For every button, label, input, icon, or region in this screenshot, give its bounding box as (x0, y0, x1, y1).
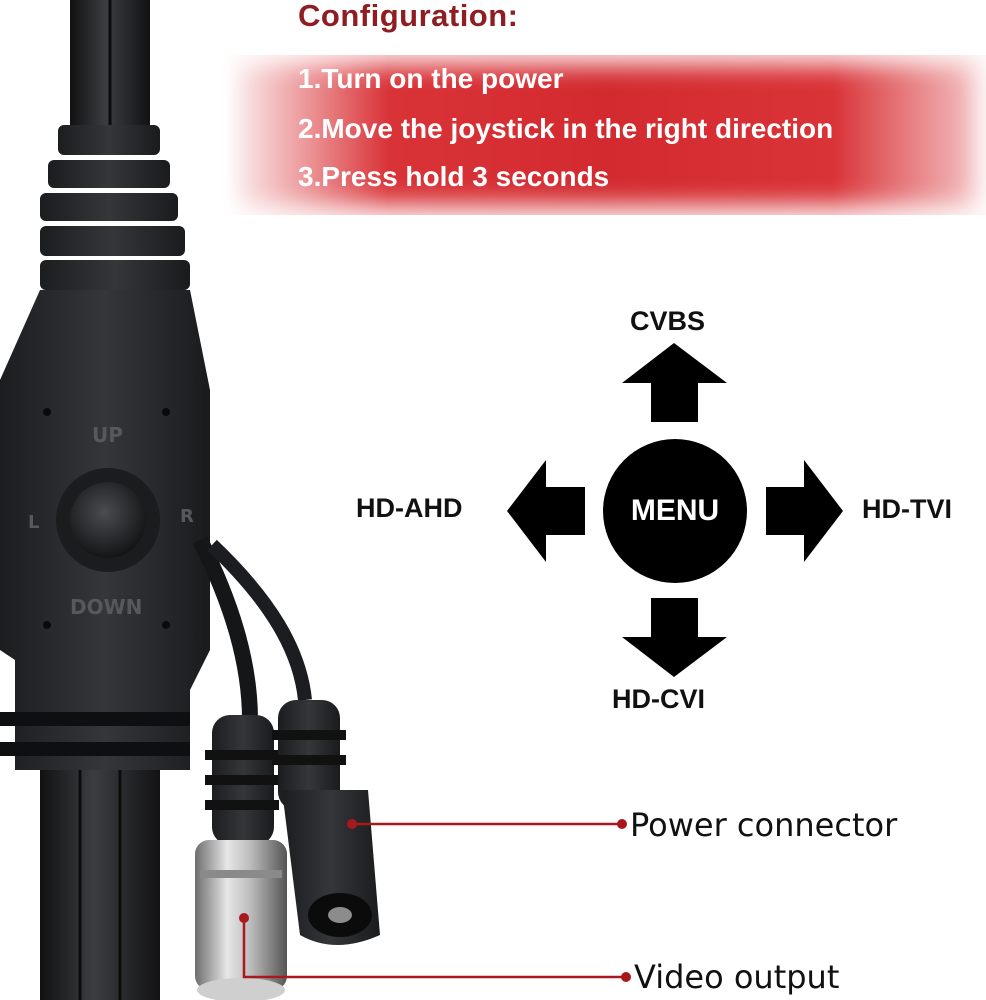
config-steps-banner: 1.Turn on the power 2.Move the joystick … (220, 55, 986, 215)
arrow-left-icon (507, 460, 585, 562)
device-right-text: R (180, 506, 194, 527)
callout-lines (239, 819, 631, 982)
video-output-label: Video output (634, 958, 840, 996)
hd-tvi-label: HD-TVI (862, 494, 952, 524)
device-left-text: L (28, 512, 39, 533)
dc-power-connector (272, 700, 380, 945)
hd-cvi-label: HD-CVI (612, 684, 705, 714)
strain-relief (40, 125, 190, 290)
device-up-text: UP (92, 423, 123, 447)
arrow-down-icon (622, 598, 727, 677)
config-step-3: 3.Press hold 3 seconds (298, 161, 610, 192)
hd-ahd-label: HD-AHD (356, 493, 463, 523)
arrow-right-icon (766, 460, 843, 562)
config-step-1: 1.Turn on the power (298, 63, 564, 94)
config-title: Configuration: (298, 0, 519, 33)
power-connector-label: Power connector (630, 806, 898, 844)
cvbs-label: CVBS (630, 306, 706, 336)
arrow-up-icon (622, 343, 727, 422)
menu-circle (603, 439, 747, 583)
menu-label: MENU (630, 494, 720, 527)
config-step-2: 2.Move the joystick in the right directi… (298, 113, 834, 144)
device-down-text: DOWN (70, 595, 142, 619)
